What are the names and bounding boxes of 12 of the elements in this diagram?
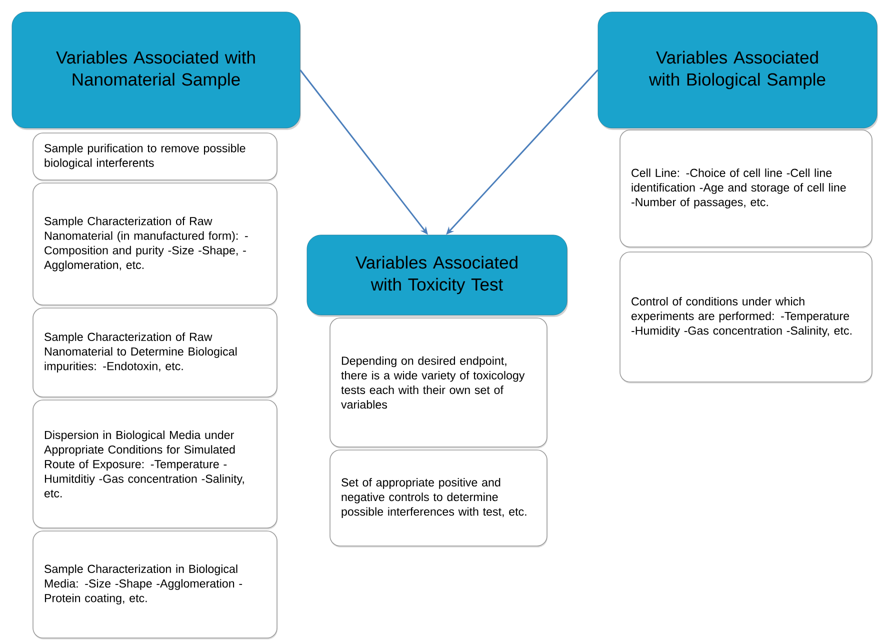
text-box: Depending on desired endpoint, there is a wide variety of toxicology tests each with their own set of variables: [330, 318, 548, 448]
text-box: Control of conditions under which experiments are performed: -Temperature -Humidity -Gas concentration -Salinity, etc.: [620, 252, 872, 384]
text-box: Set of appropriate positive and negative controls to determine possible interferences with test, etc.: [330, 450, 548, 548]
text-box: Sample purification to remove possible biological interferents: [32, 132, 278, 182]
text-box: Sample Characterization in Biological Media: -Size -Shape -Agglomeration -Protein coating, etc.: [32, 530, 278, 640]
text-box: Cell Line: -Choice of cell line -Cell line identification -Age and storage of cell line -Number of passages, etc.: [620, 130, 872, 248]
heading-box: Variables Associated with Nanomaterial Sample: [12, 12, 301, 130]
heading-box: Variables Associated with Toxicity Test: [306, 234, 568, 317]
text-box: Sample Characterization of Raw Nanomaterial (in manufactured form): -Composition and purity -Size -Shape, -Agglomeration, etc.: [32, 182, 278, 306]
text-box: Sample Characterization of Raw Nanomaterial to Determine Biological impurities: -Endotoxin, etc.: [32, 308, 278, 398]
heading-box: Variables Associated with Biological Sample: [598, 12, 878, 130]
text-box: Dispersion in Biological Media under Appropriate Conditions for Simulated Route of Exposure: -Temperature -Humitditiy -Gas concentration -Salinity, etc.: [32, 400, 278, 530]
